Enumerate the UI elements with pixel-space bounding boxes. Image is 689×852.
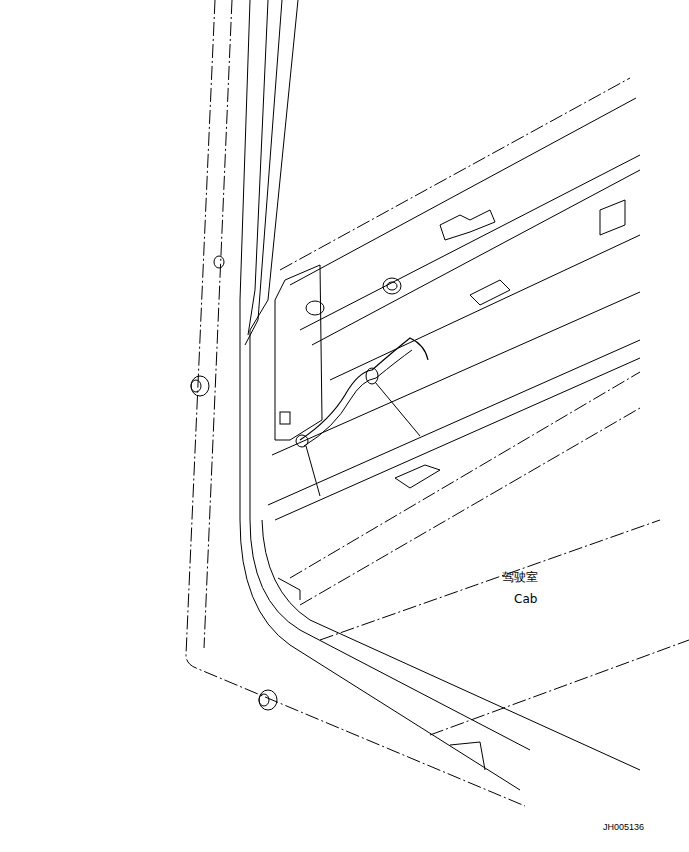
- clip: [395, 465, 440, 488]
- bracket-plate: [275, 265, 322, 440]
- region-label: Cab: [514, 592, 537, 606]
- clip: [600, 200, 625, 235]
- rail-line: [430, 640, 689, 735]
- rail-line: [268, 340, 640, 505]
- boss: [214, 256, 224, 268]
- pillar-line: [240, 0, 250, 520]
- rail-line: [320, 520, 660, 640]
- grommet: [306, 301, 324, 315]
- rail-line: [300, 155, 640, 330]
- boss: [191, 376, 209, 396]
- trim-line: [262, 520, 640, 770]
- drawing-number: JH005136: [603, 822, 644, 833]
- leader-line: [306, 446, 320, 496]
- clamp: [366, 368, 378, 384]
- rail-line: [275, 358, 640, 520]
- rail-line: [272, 292, 640, 455]
- rail-line: [330, 235, 640, 380]
- boss: [191, 380, 201, 392]
- pillar-line: [248, 0, 268, 335]
- clip: [450, 742, 485, 770]
- region-label: 驾驶室: [502, 570, 538, 584]
- square-hole: [280, 412, 290, 424]
- pillar-inner: [250, 0, 530, 750]
- wire-harness: [300, 338, 428, 440]
- clamp: [296, 435, 308, 447]
- pillar-inner: [240, 520, 520, 790]
- leader-line: [375, 382, 420, 436]
- grommet: [383, 278, 401, 294]
- rail-line: [300, 408, 640, 605]
- pillar-line: [204, 0, 232, 648]
- clip: [278, 578, 300, 600]
- pillar-outline: [186, 0, 525, 806]
- pillar-line: [245, 0, 282, 345]
- wire-harness: [304, 350, 412, 446]
- rail-line: [290, 372, 640, 578]
- boss: [259, 694, 269, 706]
- clip: [470, 280, 510, 305]
- grommet: [387, 282, 397, 290]
- clip: [440, 210, 495, 240]
- rail-line: [280, 78, 630, 270]
- rail-line: [290, 98, 636, 285]
- boss: [259, 690, 277, 710]
